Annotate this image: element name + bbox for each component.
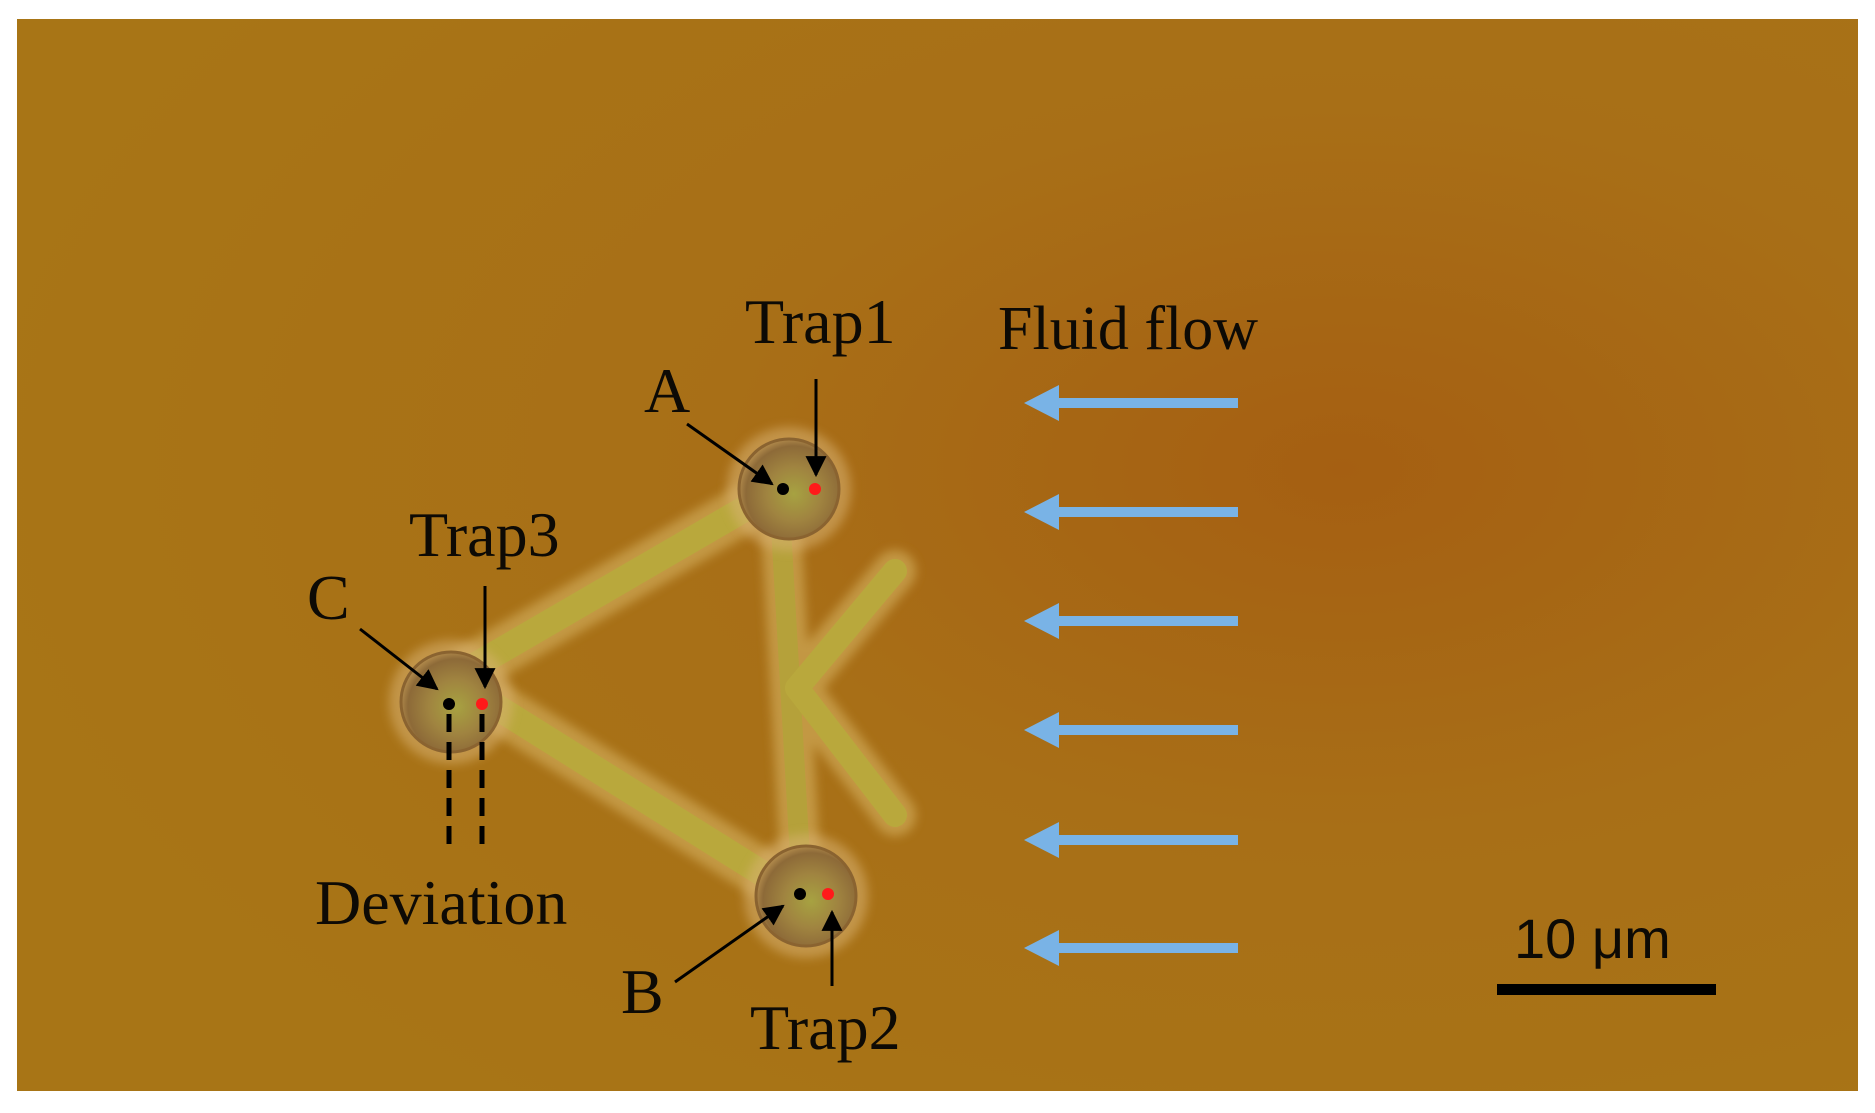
label-deviation: Deviation bbox=[315, 867, 568, 938]
marker-c-black bbox=[443, 698, 455, 710]
rod-arm-lower bbox=[785, 676, 907, 827]
marker-a-black bbox=[777, 483, 789, 495]
rod-arm-upper bbox=[785, 559, 907, 700]
callout-arrows bbox=[359, 379, 843, 986]
label-point-a: A bbox=[644, 355, 691, 426]
arrow-a bbox=[686, 422, 774, 486]
label-point-b: B bbox=[621, 956, 664, 1027]
arrow-b bbox=[674, 904, 785, 984]
microscope-scene bbox=[17, 19, 1858, 1091]
label-fluid-flow: Fluid flow bbox=[998, 295, 1259, 363]
marker-b-black bbox=[794, 888, 806, 900]
microscope-image: Trap1 A Trap3 C Deviation B Trap2 Fluid … bbox=[17, 19, 1858, 1091]
bead-b bbox=[744, 834, 868, 958]
background bbox=[17, 19, 1858, 1091]
rod-c-a bbox=[439, 480, 785, 692]
flow-arrow bbox=[1024, 930, 1238, 966]
marker-c-red bbox=[476, 698, 488, 710]
marker-a-red bbox=[809, 483, 821, 495]
label-scale: 10 μm bbox=[1514, 907, 1671, 970]
label-trap3: Trap3 bbox=[409, 499, 560, 570]
label-trap1: Trap1 bbox=[745, 286, 896, 357]
flow-arrow bbox=[1024, 822, 1238, 858]
arrow-c bbox=[359, 627, 439, 691]
flow-arrow bbox=[1024, 494, 1238, 530]
flow-arrow bbox=[1024, 603, 1238, 639]
flow-arrow bbox=[1024, 712, 1238, 748]
flow-arrows bbox=[1024, 385, 1238, 966]
scale-bar bbox=[1497, 984, 1716, 995]
label-trap2: Trap2 bbox=[750, 992, 901, 1063]
label-point-c: C bbox=[307, 562, 350, 633]
marker-b-red bbox=[822, 888, 834, 900]
flow-arrow bbox=[1024, 385, 1238, 421]
